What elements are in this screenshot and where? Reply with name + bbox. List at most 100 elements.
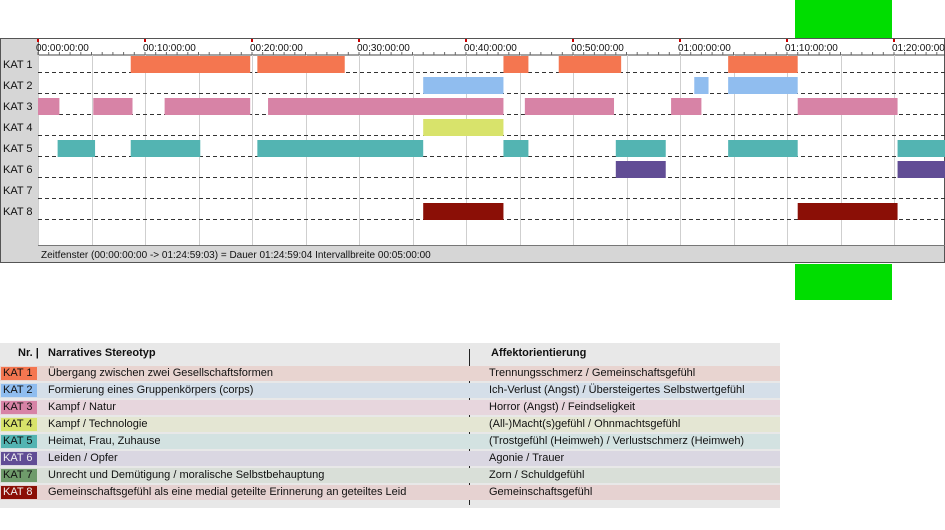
ruler-major-tick	[679, 39, 681, 42]
legend-row: KAT 6 Leiden / Opfer Agonie / Trauer	[0, 451, 780, 468]
legend-stereotyp: Kampf / Technologie	[48, 418, 148, 430]
legend-row: KAT 8 Gemeinschaftsgefühl als eine medial…	[0, 485, 780, 502]
legend-header-nr: Nr. |	[18, 347, 39, 359]
tick-label: 00:40:00:00	[464, 43, 517, 54]
legend-affekt: (Trostgefühl (Heimweh) / Verlustschmerz …	[489, 435, 745, 447]
legend-stereotyp: Unrecht und Demütigung / moralische Selb…	[48, 469, 325, 481]
legend-header-stereotyp: Narratives Stereotyp	[48, 347, 156, 359]
legend-stereotyp: Formierung eines Gruppenkörpers (corps)	[48, 384, 254, 396]
legend-code-swatch: KAT 5	[1, 435, 37, 448]
timeline-bar	[423, 203, 504, 220]
legend-affekt: Zorn / Schuldgefühl	[489, 469, 585, 481]
ruler-major-tick	[37, 39, 39, 42]
category-label: KAT 3	[3, 101, 33, 113]
category-label: KAT 2	[3, 80, 33, 92]
legend-affekt: (All-)Macht(s)gefühl / Ohnmachtsgefühl	[489, 418, 681, 430]
legend-table: Nr. | Narratives Stereotyp Affektorienti…	[0, 343, 780, 508]
timeline-bar	[615, 140, 666, 157]
tick-label: 00:50:00:00	[571, 43, 624, 54]
legend-row: KAT 7 Unrecht und Demütigung / moralische…	[0, 468, 780, 485]
tick-label: 00:20:00:00	[250, 43, 303, 54]
legend-row: KAT 5 Heimat, Frau, Zuhause (Trostgefühl (…	[0, 434, 780, 451]
timeline-bar	[57, 140, 96, 157]
status-text: Zeitfenster (00:00:00:00 -> 01:24:59:03)…	[41, 250, 431, 261]
category-label: KAT 6	[3, 164, 33, 176]
tick-label: 00:30:00:00	[357, 43, 410, 54]
timeline-bar	[897, 140, 945, 157]
ruler-major-tick	[786, 39, 788, 42]
timeline-bar	[897, 161, 945, 178]
timeline-bar	[257, 56, 345, 73]
legend-row: KAT 4 Kampf / Technologie (All-)Macht(s)ge…	[0, 417, 780, 434]
timeline-bar	[797, 98, 898, 115]
green-marker-top	[795, 0, 892, 38]
ruler-major-tick	[144, 39, 146, 42]
category-label: KAT 4	[3, 122, 33, 134]
legend-affekt: Horror (Angst) / Feindseligkeit	[489, 401, 636, 413]
legend-affekt: Gemeinschaftsgefühl	[489, 486, 593, 498]
legend-code-swatch: KAT 8	[1, 486, 37, 499]
legend-row-stripe	[0, 400, 780, 415]
timeline-bar	[130, 140, 201, 157]
legend-code-swatch: KAT 3	[1, 401, 37, 414]
legend-stereotyp: Übergang zwischen zwei Gesellschaftsform…	[48, 367, 273, 379]
timeline-chart: 00:00:00:00 00:10:00:00 00:20:00:00 00:30:0…	[0, 38, 945, 263]
category-label: KAT 1	[3, 59, 33, 71]
ruler-major-tick	[465, 39, 467, 42]
timeline-bar	[728, 77, 798, 94]
timeline-bar	[558, 56, 622, 73]
timeline-bar	[728, 140, 798, 157]
timeline-bar	[503, 140, 529, 157]
timeline-bar	[615, 161, 666, 178]
legend-row-stripe	[0, 485, 780, 500]
legend-stereotyp: Heimat, Frau, Zuhause	[48, 435, 161, 447]
tick-label: 00:00:00:00	[36, 43, 89, 54]
time-ruler	[38, 39, 944, 55]
legend-code-swatch: KAT 2	[1, 384, 37, 397]
legend-row-stripe	[0, 434, 780, 449]
timeline-bar	[503, 56, 529, 73]
timeline-bar	[694, 77, 709, 94]
status-bar	[38, 245, 944, 262]
legend-row: KAT 2 Formierung eines Gruppenkörpers (co…	[0, 383, 780, 400]
legend-row: KAT 1 Übergang zwischen zwei Gesellschaft…	[0, 366, 780, 383]
timeline-bar	[38, 98, 60, 115]
category-label: KAT 8	[3, 206, 33, 218]
tick-label: 01:20:00:00	[892, 43, 945, 54]
legend-code-swatch: KAT 7	[1, 469, 37, 482]
legend-stereotyp: Gemeinschaftsgefühl als eine medial gete…	[48, 486, 407, 498]
timeline-bar	[257, 140, 424, 157]
tick-label: 00:10:00:00	[143, 43, 196, 54]
ruler-major-tick	[251, 39, 253, 42]
tick-label: 01:00:00:00	[678, 43, 731, 54]
ruler-major-tick	[572, 39, 574, 42]
timeline-bar	[797, 203, 898, 220]
legend-row-stripe	[0, 451, 780, 466]
timeline-bar	[164, 98, 251, 115]
timeline-bar	[93, 98, 133, 115]
legend-stereotyp: Leiden / Opfer	[48, 452, 118, 464]
tick-label: 01:10:00:00	[785, 43, 838, 54]
category-column	[1, 39, 38, 262]
timeline-bar	[671, 98, 702, 115]
timeline-bar	[130, 56, 251, 73]
timeline-bar	[423, 119, 504, 136]
legend-code-swatch: KAT 1	[1, 367, 37, 380]
ruler-major-tick	[358, 39, 360, 42]
legend-row-stripe	[0, 383, 780, 398]
legend-header-affekt: Affektorientierung	[491, 347, 587, 359]
legend-code-swatch: KAT 6	[1, 452, 37, 465]
legend-stereotyp: Kampf / Natur	[48, 401, 116, 413]
legend-row: KAT 3 Kampf / Natur Horror (Angst) / Feind…	[0, 400, 780, 417]
timeline-bar	[524, 98, 615, 115]
green-marker-bottom	[795, 264, 892, 300]
category-label: KAT 5	[3, 143, 33, 155]
timeline-bar	[728, 56, 798, 73]
timeline-bar	[423, 77, 504, 94]
legend-row-stripe	[0, 417, 780, 432]
ruler-major-tick	[893, 39, 895, 42]
legend-row-stripe	[0, 468, 780, 483]
legend-code-swatch: KAT 4	[1, 418, 37, 431]
timeline-bar	[268, 98, 504, 115]
legend-affekt: Agonie / Trauer	[489, 452, 565, 464]
